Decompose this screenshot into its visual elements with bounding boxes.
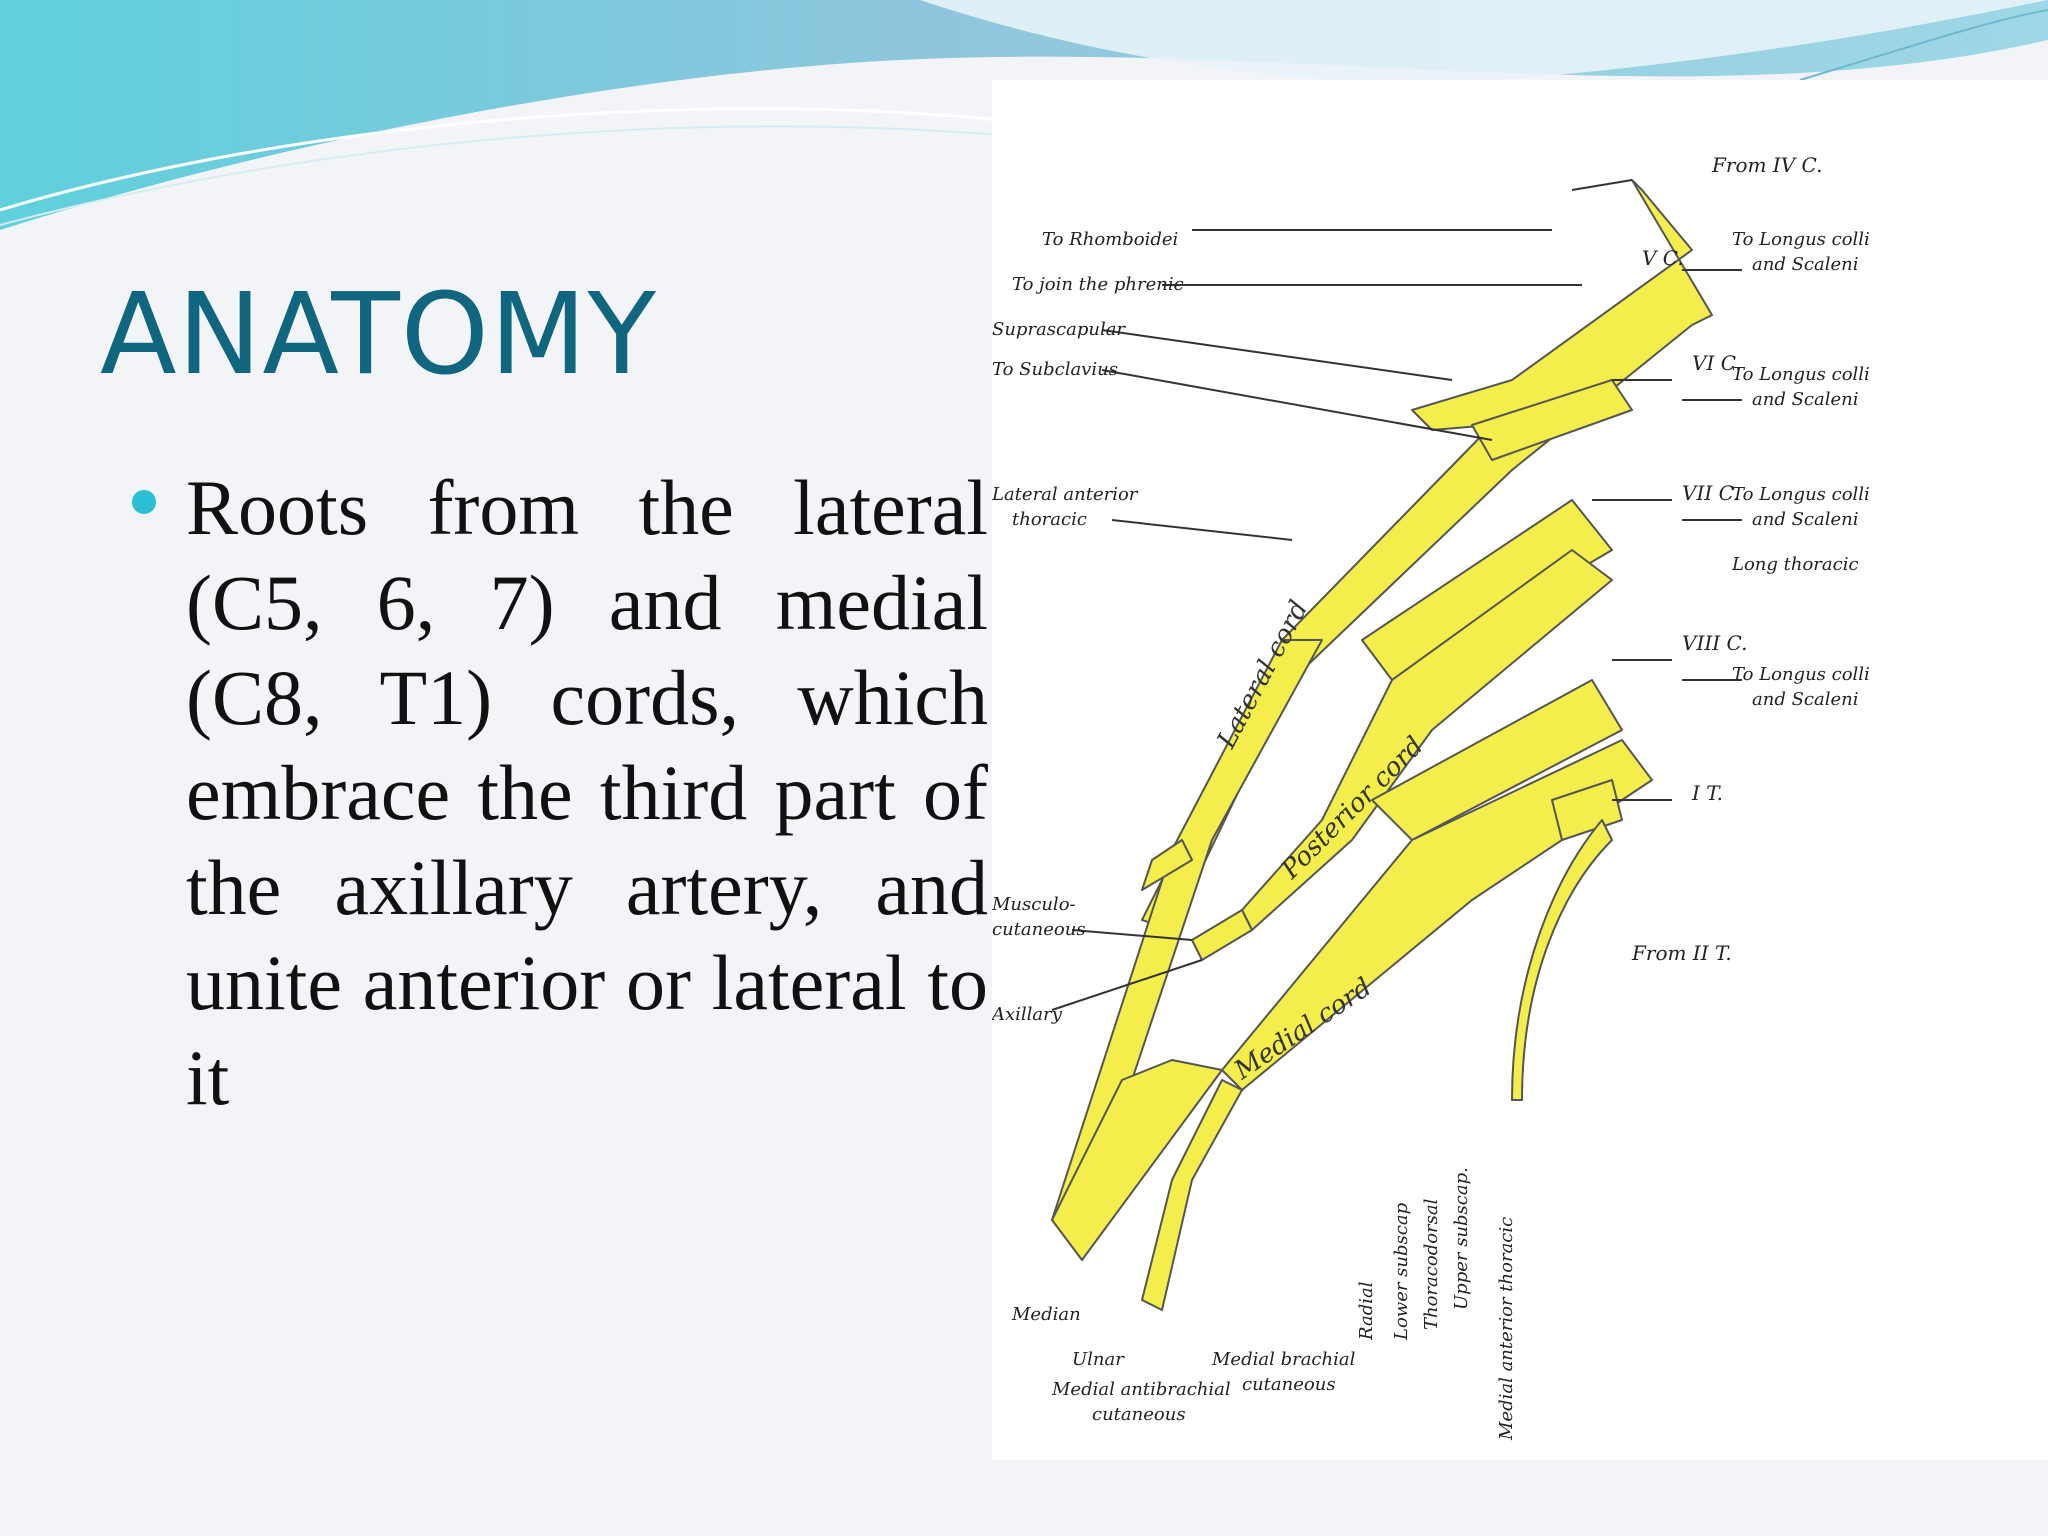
label-longus-3b: and Scaleni [1752,509,1858,530]
label-vii-c: VII C. [1682,481,1740,505]
label-from-ii-t: From II T. [1631,941,1732,965]
label-thoracodorsal: Thoracodorsal [1421,1198,1442,1330]
label-long-thoracic: Long thoracic [1731,554,1859,575]
lower-trunk [1371,679,1623,841]
label-v-c: V C. [1642,246,1684,270]
label-longus-4a: To Longus colli [1732,664,1870,685]
c6-root [1471,379,1633,461]
label-median: Median [1011,1304,1081,1325]
label-i-t: I T. [1691,781,1723,805]
label-viii-c: VIII C. [1682,631,1747,655]
long-thoracic-curve [1511,819,1613,1101]
label-rhomboidei: To Rhomboidei [1042,229,1178,250]
brachial-plexus-diagram: From IV C. V C. VI C. VII C. VIII C. I T… [992,80,2048,1460]
label-longus-1b: and Scaleni [1752,254,1858,275]
slide-title: ANATOMY [100,270,657,400]
label-suprascapular: Suprascapular [992,319,1126,340]
label-phrenic: To join the phrenic [1012,274,1184,295]
label-vi-c: VI C. [1692,351,1742,375]
label-subclavius: To Subclavius [992,359,1118,380]
label-musculo-a: Musculo- [992,894,1076,915]
label-musculo-b: cutaneous [992,919,1086,940]
label-med-brachial-b: cutaneous [1242,1374,1336,1395]
ulnar-nerve [1141,1079,1243,1311]
label-med-antebrachial-b: cutaneous [1092,1404,1186,1425]
label-lat-ant-thoracic-b: thoracic [1012,509,1087,530]
label-longus-2a: To Longus colli [1732,364,1870,385]
label-longus-3a: To Longus colli [1732,484,1870,505]
bullet-icon [132,490,156,514]
label-med-ant-thoracic: Medial anterior thoracic [1496,1217,1517,1441]
label-longus-1a: To Longus colli [1732,229,1870,250]
posterior-cord-band [1241,549,1613,931]
bullet-item: Roots from the lateral (C5, 6, 7) and me… [128,460,988,1125]
label-med-antebrachial-a: Medial antibrachial [1051,1379,1231,1400]
label-longus-4b: and Scaleni [1752,689,1858,710]
label-from-iv-c: From IV C. [1711,153,1822,177]
c7-root [1361,499,1613,681]
header-banner [0,0,2048,230]
label-longus-2b: and Scaleni [1752,389,1858,410]
label-lower-subscap: Lower subscap [1391,1202,1412,1341]
label-lat-ant-thoracic-a: Lateral anterior [992,484,1139,505]
label-axillary: Axillary [992,1004,1063,1025]
brachial-plexus-illustration: From IV C. V C. VI C. VII C. VIII C. I T… [992,153,1870,1441]
bullet-text: Roots from the lateral (C5, 6, 7) and me… [186,464,988,1121]
label-radial: Radial [1356,1281,1377,1341]
label-upper-subscap: Upper subscap. [1451,1167,1472,1310]
median-nerve [1051,1059,1223,1261]
label-ulnar: Ulnar [1072,1349,1125,1370]
axillary-branch [1191,909,1253,961]
label-med-brachial-a: Medial brachial [1211,1349,1356,1370]
musculocutaneous-branch [1141,839,1193,891]
